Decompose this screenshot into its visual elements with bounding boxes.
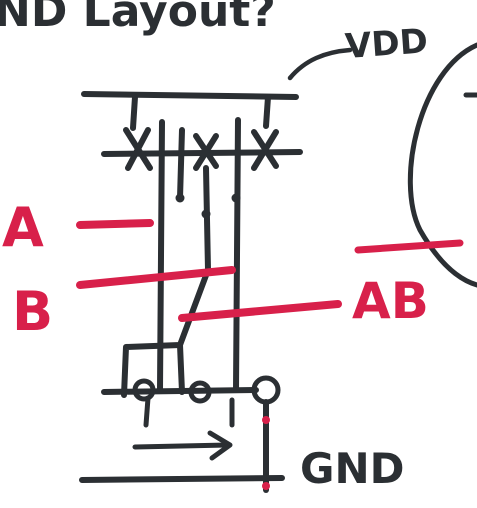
vdd-contact-left <box>130 94 138 131</box>
partial-circle <box>407 42 477 288</box>
vdd-leader <box>287 47 353 81</box>
flow-arrow-shaft <box>132 442 231 450</box>
output-line <box>178 300 342 322</box>
output-overbar <box>354 239 464 254</box>
input-b-label: B <box>12 280 53 343</box>
vdd-contact-right <box>263 94 271 129</box>
nmos-contact-mid <box>188 380 212 404</box>
input-b-line <box>76 266 236 289</box>
gnd-rail <box>79 475 285 483</box>
pmos-contact-left <box>123 127 153 171</box>
via-dot-2 <box>201 209 211 219</box>
pmos-contact-mid <box>193 133 219 171</box>
via-dot-3 <box>231 193 241 203</box>
poly-gate-b-lower <box>177 342 185 395</box>
via-dot-1 <box>175 193 185 203</box>
output-label: AB <box>352 272 429 330</box>
flow-arrow-head <box>207 430 233 461</box>
input-a-label: A <box>2 196 44 259</box>
nmos-stub-left <box>143 395 151 428</box>
vdd-rail <box>81 91 299 100</box>
gnd-mark-upper <box>262 416 270 424</box>
nmos-diffusion <box>101 387 259 395</box>
vdd-label: VDD <box>344 21 429 67</box>
gnd-mark-lower <box>262 482 270 490</box>
input-a-line <box>76 219 154 229</box>
nmos-contact-left <box>132 378 156 402</box>
metal-output-left <box>177 127 185 201</box>
title-text: ND Layout? <box>0 0 276 37</box>
pmos-contact-right <box>251 129 279 171</box>
poly-gate-a <box>157 119 165 393</box>
metal-output-right <box>233 117 241 393</box>
gnd-label: GND <box>300 444 405 493</box>
